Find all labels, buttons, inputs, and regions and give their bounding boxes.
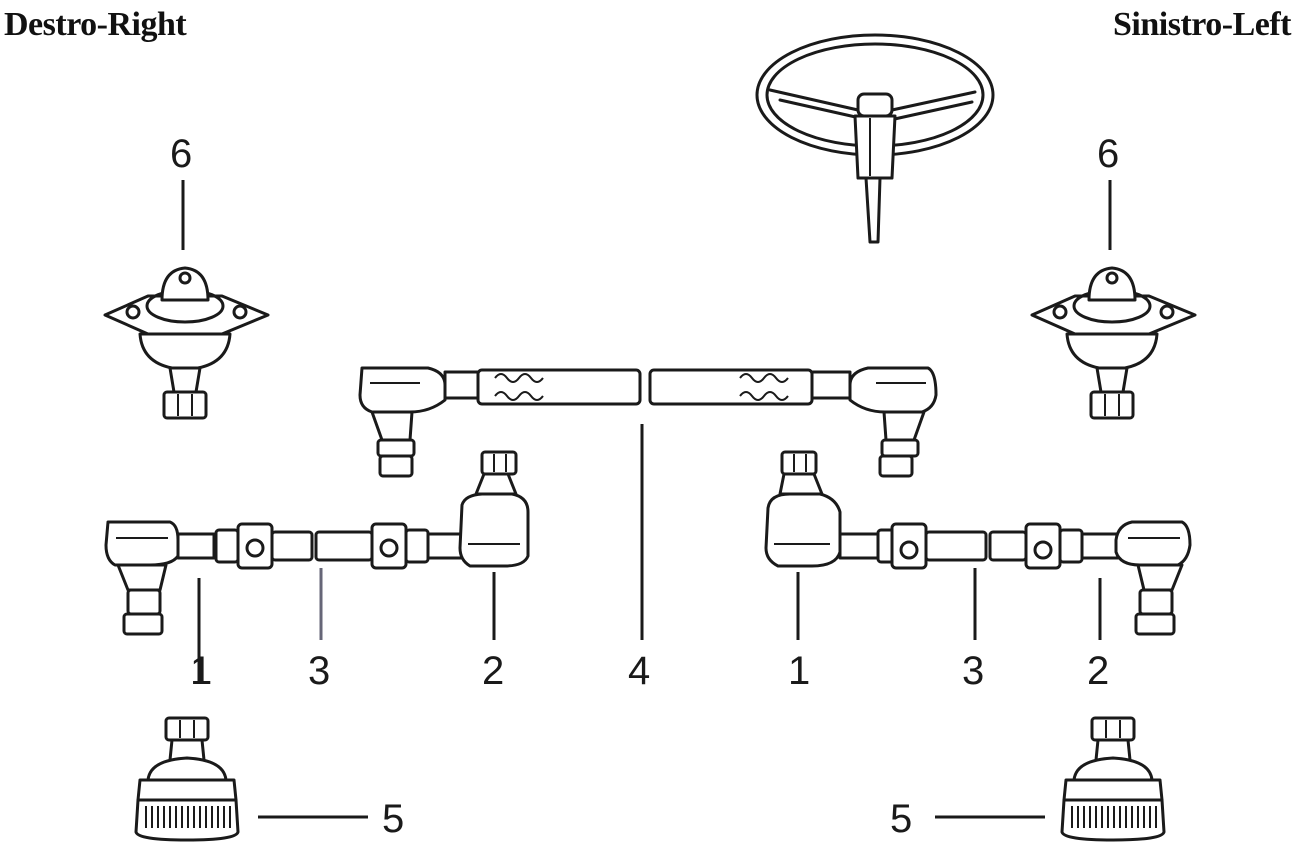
callout-2-left: 2 <box>482 649 504 693</box>
upper-ball-joint-left <box>103 266 270 420</box>
tie-rod-right <box>764 450 1192 636</box>
callout-2-right: 2 <box>1087 649 1109 693</box>
lower-ball-joint-right <box>1060 716 1166 842</box>
steering-wheel-icon <box>755 33 995 244</box>
lower-ball-joint-left <box>134 716 240 842</box>
callout-6-left: 6 <box>170 132 192 176</box>
center-link-icon <box>358 366 938 478</box>
header-left-side: Sinistro-Left <box>1113 6 1291 43</box>
leader-lines <box>181 180 1112 819</box>
upper-ball-joint-right <box>1030 266 1197 420</box>
callout-4: 4 <box>628 649 650 693</box>
callout-1-left: 1 <box>190 649 212 693</box>
callout-6-right: 6 <box>1097 132 1119 176</box>
callout-3-left: 3 <box>308 649 330 693</box>
callout-3-right: 3 <box>962 649 984 693</box>
header-right-side: Destro-Right <box>4 6 187 43</box>
tie-rod-left <box>104 450 530 636</box>
callout-5-left: 5 <box>382 797 404 841</box>
callout-1-right: 1 <box>788 649 810 693</box>
callout-5-right: 5 <box>890 797 912 841</box>
